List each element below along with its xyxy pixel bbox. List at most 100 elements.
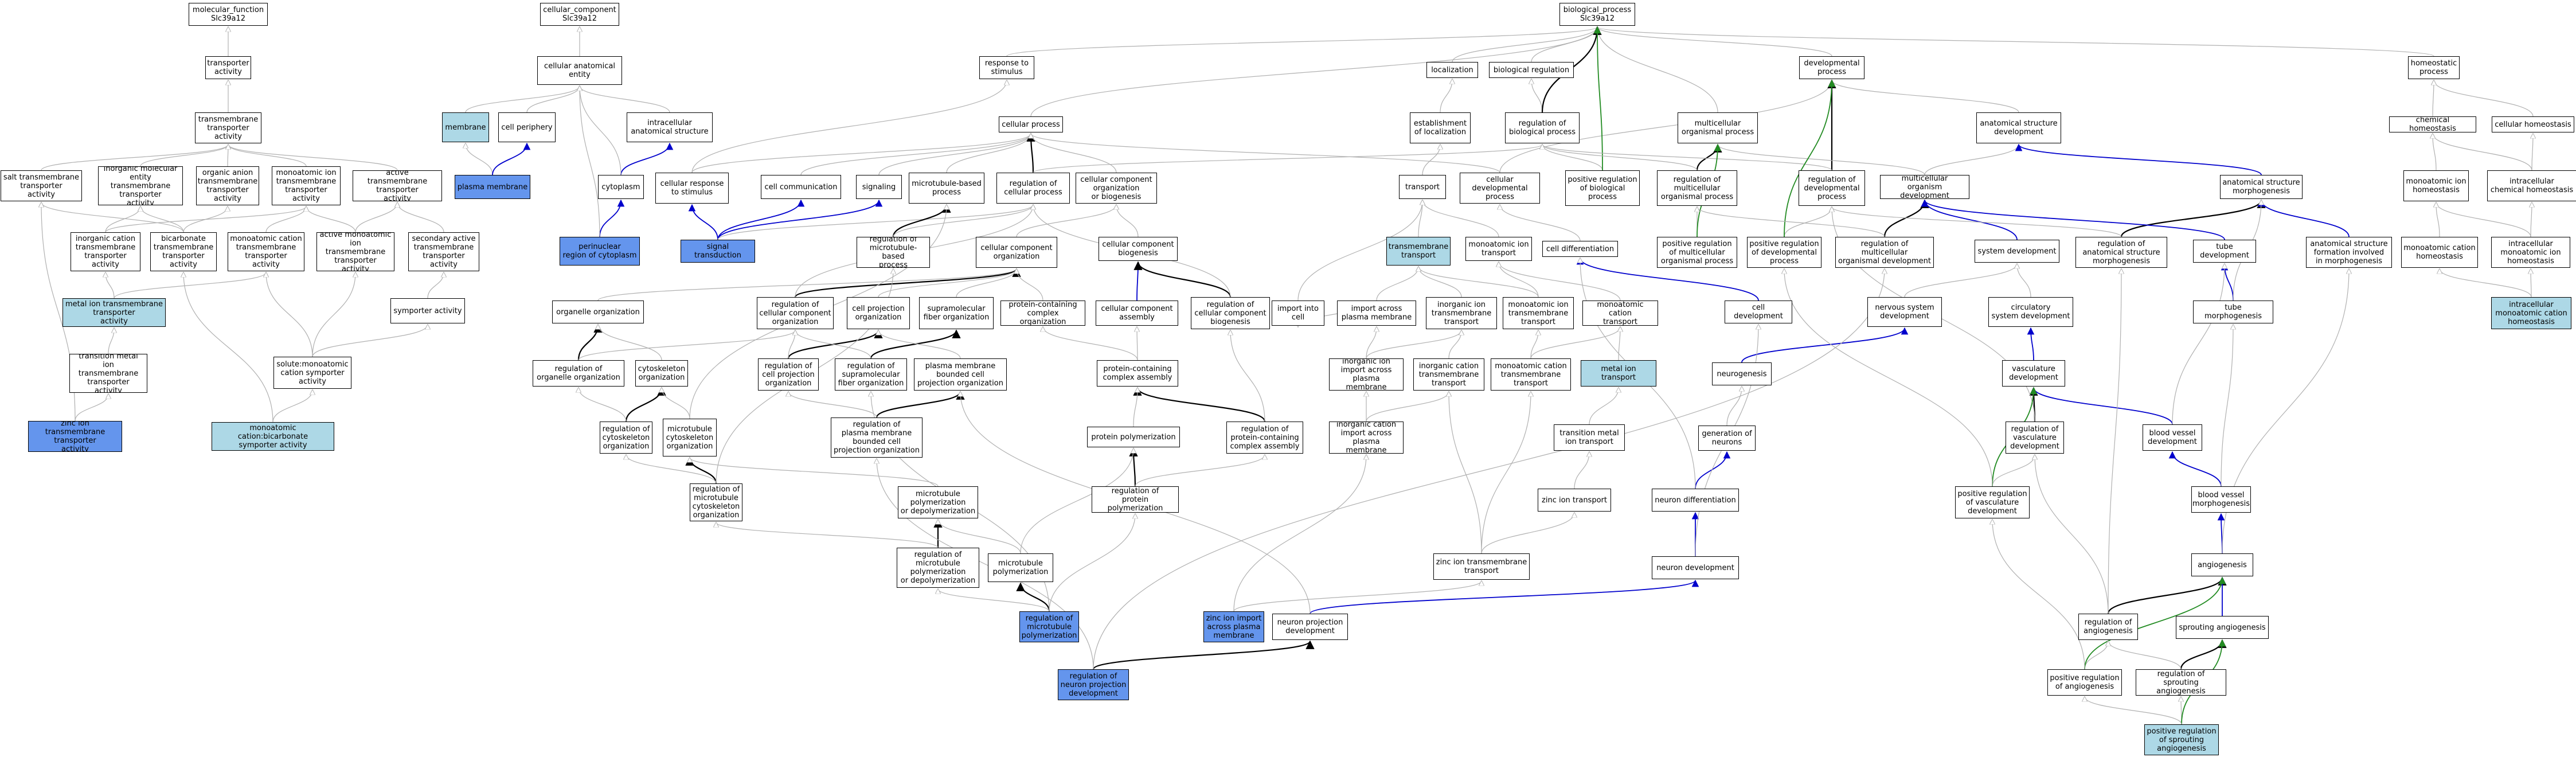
term-node-prdp: positive regulation of developmental pro… [1747,237,1821,268]
term-node-asm: anatomical structure morphogenesis [2220,175,2303,199]
edge-rpcca-to-rccb [1230,330,1265,422]
term-node-cc: cellular_component Slc39a12 [540,3,619,26]
edge-rangio-to-rasm [2108,269,2121,614]
edge-cdiff-to-cdp [1500,205,1581,241]
edge-loc-to-bp [1452,27,1597,63]
edge-rmop-to-mop [1696,143,1722,171]
edge-atta-to-tta [228,145,398,171]
term-node-mpod: microtubule polymerization or depolymeri… [898,486,978,518]
edge-prangio-to-rangio [2084,641,2108,670]
term-node-ias: intracellular anatomical structure [627,112,713,142]
term-node-dp: developmental process [1799,56,1864,79]
edge-btta-to-oatta [183,206,228,233]
edge-rcp-to-cp [1026,132,1035,173]
term-node-icta: inorganic cation transmembrane transport… [71,232,140,271]
term-node-angio: angiogenesis [2191,553,2253,576]
edge-sig-to-cp [878,134,1031,175]
edge-rccb-to-ccb [1133,261,1232,298]
edge-mitt-to-tmt [1418,267,1539,298]
edge-crs-to-cp [691,134,1031,173]
edge-neuro-to-nsd [1741,327,1909,363]
edge-sd-to-mod [1921,199,2018,240]
term-node-chh: chemical homeostasis [2389,116,2476,132]
edge-bvm-to-tubem [2221,325,2233,487]
edge-oo-to-cco [597,269,1017,301]
term-node-asd: anatomical structure development [1976,112,2061,143]
edge-rmpoly-to-rpp [1049,514,1135,612]
edge-bvm-to-bvd [2168,451,2222,487]
edge-ccomm-to-cp [800,134,1031,175]
term-node-sigt: signal transduction [681,240,755,263]
edge-ias-to-cae [580,86,670,113]
term-node-gon: generation of neurons [1698,426,1756,451]
edge-rsfo-to-rcco [795,330,871,359]
edge-prbp-to-bp [1593,26,1603,171]
term-node-cae: cellular anatomical entity [537,56,622,85]
term-node-rnpd: regulation of neuron projection developm… [1058,669,1129,700]
edge-mem-to-cae [465,86,580,113]
edge-rcso-to-cso [625,387,666,422]
edge-ppoly-to-pcca [1133,388,1137,427]
edge-mpod-to-mcso [690,458,939,487]
edge-mpoly-to-ppoly [1020,448,1133,554]
term-node-oatta: organic anion transmembrane transporter … [196,166,259,205]
term-node-rcpo: regulation of cell projection organizati… [758,358,819,391]
term-node-prangio: positive regulation of angiogenesis [2047,669,2122,696]
edge-cso-to-oo [598,325,662,361]
edge-vasc-to-csd [2027,327,2035,361]
edge-rcso-to-roo [578,388,627,422]
term-node-rcso: regulation of cytoskeleton organization [600,422,652,454]
term-node-rccb: regulation of cellular component biogene… [1191,297,1270,329]
edge-rasm-to-rdp [1832,207,2122,237]
edge-cdp-to-dp [1499,80,1832,173]
term-node-zitt: zinc ion transmembrane transport [1433,553,1530,580]
term-node-rmop: regulation of multicellular organismal p… [1657,170,1737,206]
term-node-ziiapm: zinc ion import across plasma membrane [1203,611,1264,642]
term-node-metta: metal ion transmembrane transporter acti… [62,298,166,327]
edge-mcbsa-to-btta [183,272,273,423]
term-node-rcp: regulation of cellular process [996,173,1070,204]
term-node-mih: monoatomic ion homeostasis [2403,170,2469,201]
term-node-sympa: symporter activity [390,298,465,323]
term-node-sd: system development [1975,240,2059,263]
edge-rsangio-to-rangio [2108,641,2182,670]
edge-icmih-to-cellh [2532,134,2533,171]
term-node-ccomm: cell communication [761,175,841,199]
term-node-hp: homeostatic process [2408,56,2460,79]
term-node-mf: molecular_function Slc39a12 [189,3,268,26]
edge-iitt-to-tmt [1418,267,1462,298]
edge-csd-to-sd [2017,264,2031,298]
term-node-pcca: protein-containing complex assembly [1097,360,1178,387]
term-node-mop: multicellular organismal process [1678,112,1758,143]
edge-sigt-to-crs [688,204,718,240]
term-node-sata: secondary active transmembrane transport… [408,232,479,271]
edge-mctt-to-mct [1530,327,1620,359]
edge-sympa-to-sata [427,272,444,299]
edge-roo-to-rcco [578,330,795,361]
term-node-mcso: microtubule cytoskeleton organization [663,419,717,456]
edge-rmpod-to-rmcso [716,522,939,548]
term-node-npd: neuron projection development [1272,614,1348,640]
edge-rpmbcpo-to-pmbcpo [875,391,965,418]
term-node-crs: cellular response to stimulus [655,173,729,204]
term-node-btta: bicarbonate transmembrane transporter ac… [150,232,217,271]
edge-sigt-to-ccomm [717,199,805,240]
edge-zit-to-tmit [1574,452,1589,489]
term-node-csd: circulatory system development [1988,297,2073,327]
term-node-loc: localization [1426,62,1478,78]
term-node-atta: active transmembrane transporter activit… [353,170,442,201]
edge-amita-to-mitta [306,206,356,233]
edge-prdp-to-dp [1784,79,1836,237]
edge-asd-to-dp [1832,80,2019,113]
term-node-cso: cytoskeleton organization [635,360,688,387]
edge-tmmta-to-metta [108,328,114,354]
edge-metit-to-mct [1619,327,1620,361]
edge-rnpd-to-rmod [1093,269,1885,670]
edge-mcbsa-to-smcsa [272,390,312,423]
edge-bvd-to-vasc [2030,387,2173,425]
term-node-trans: transport [1399,175,1446,199]
edge-nsd-to-sd [1904,264,2017,298]
edge-iciapm-to-ictt [1366,392,1449,422]
